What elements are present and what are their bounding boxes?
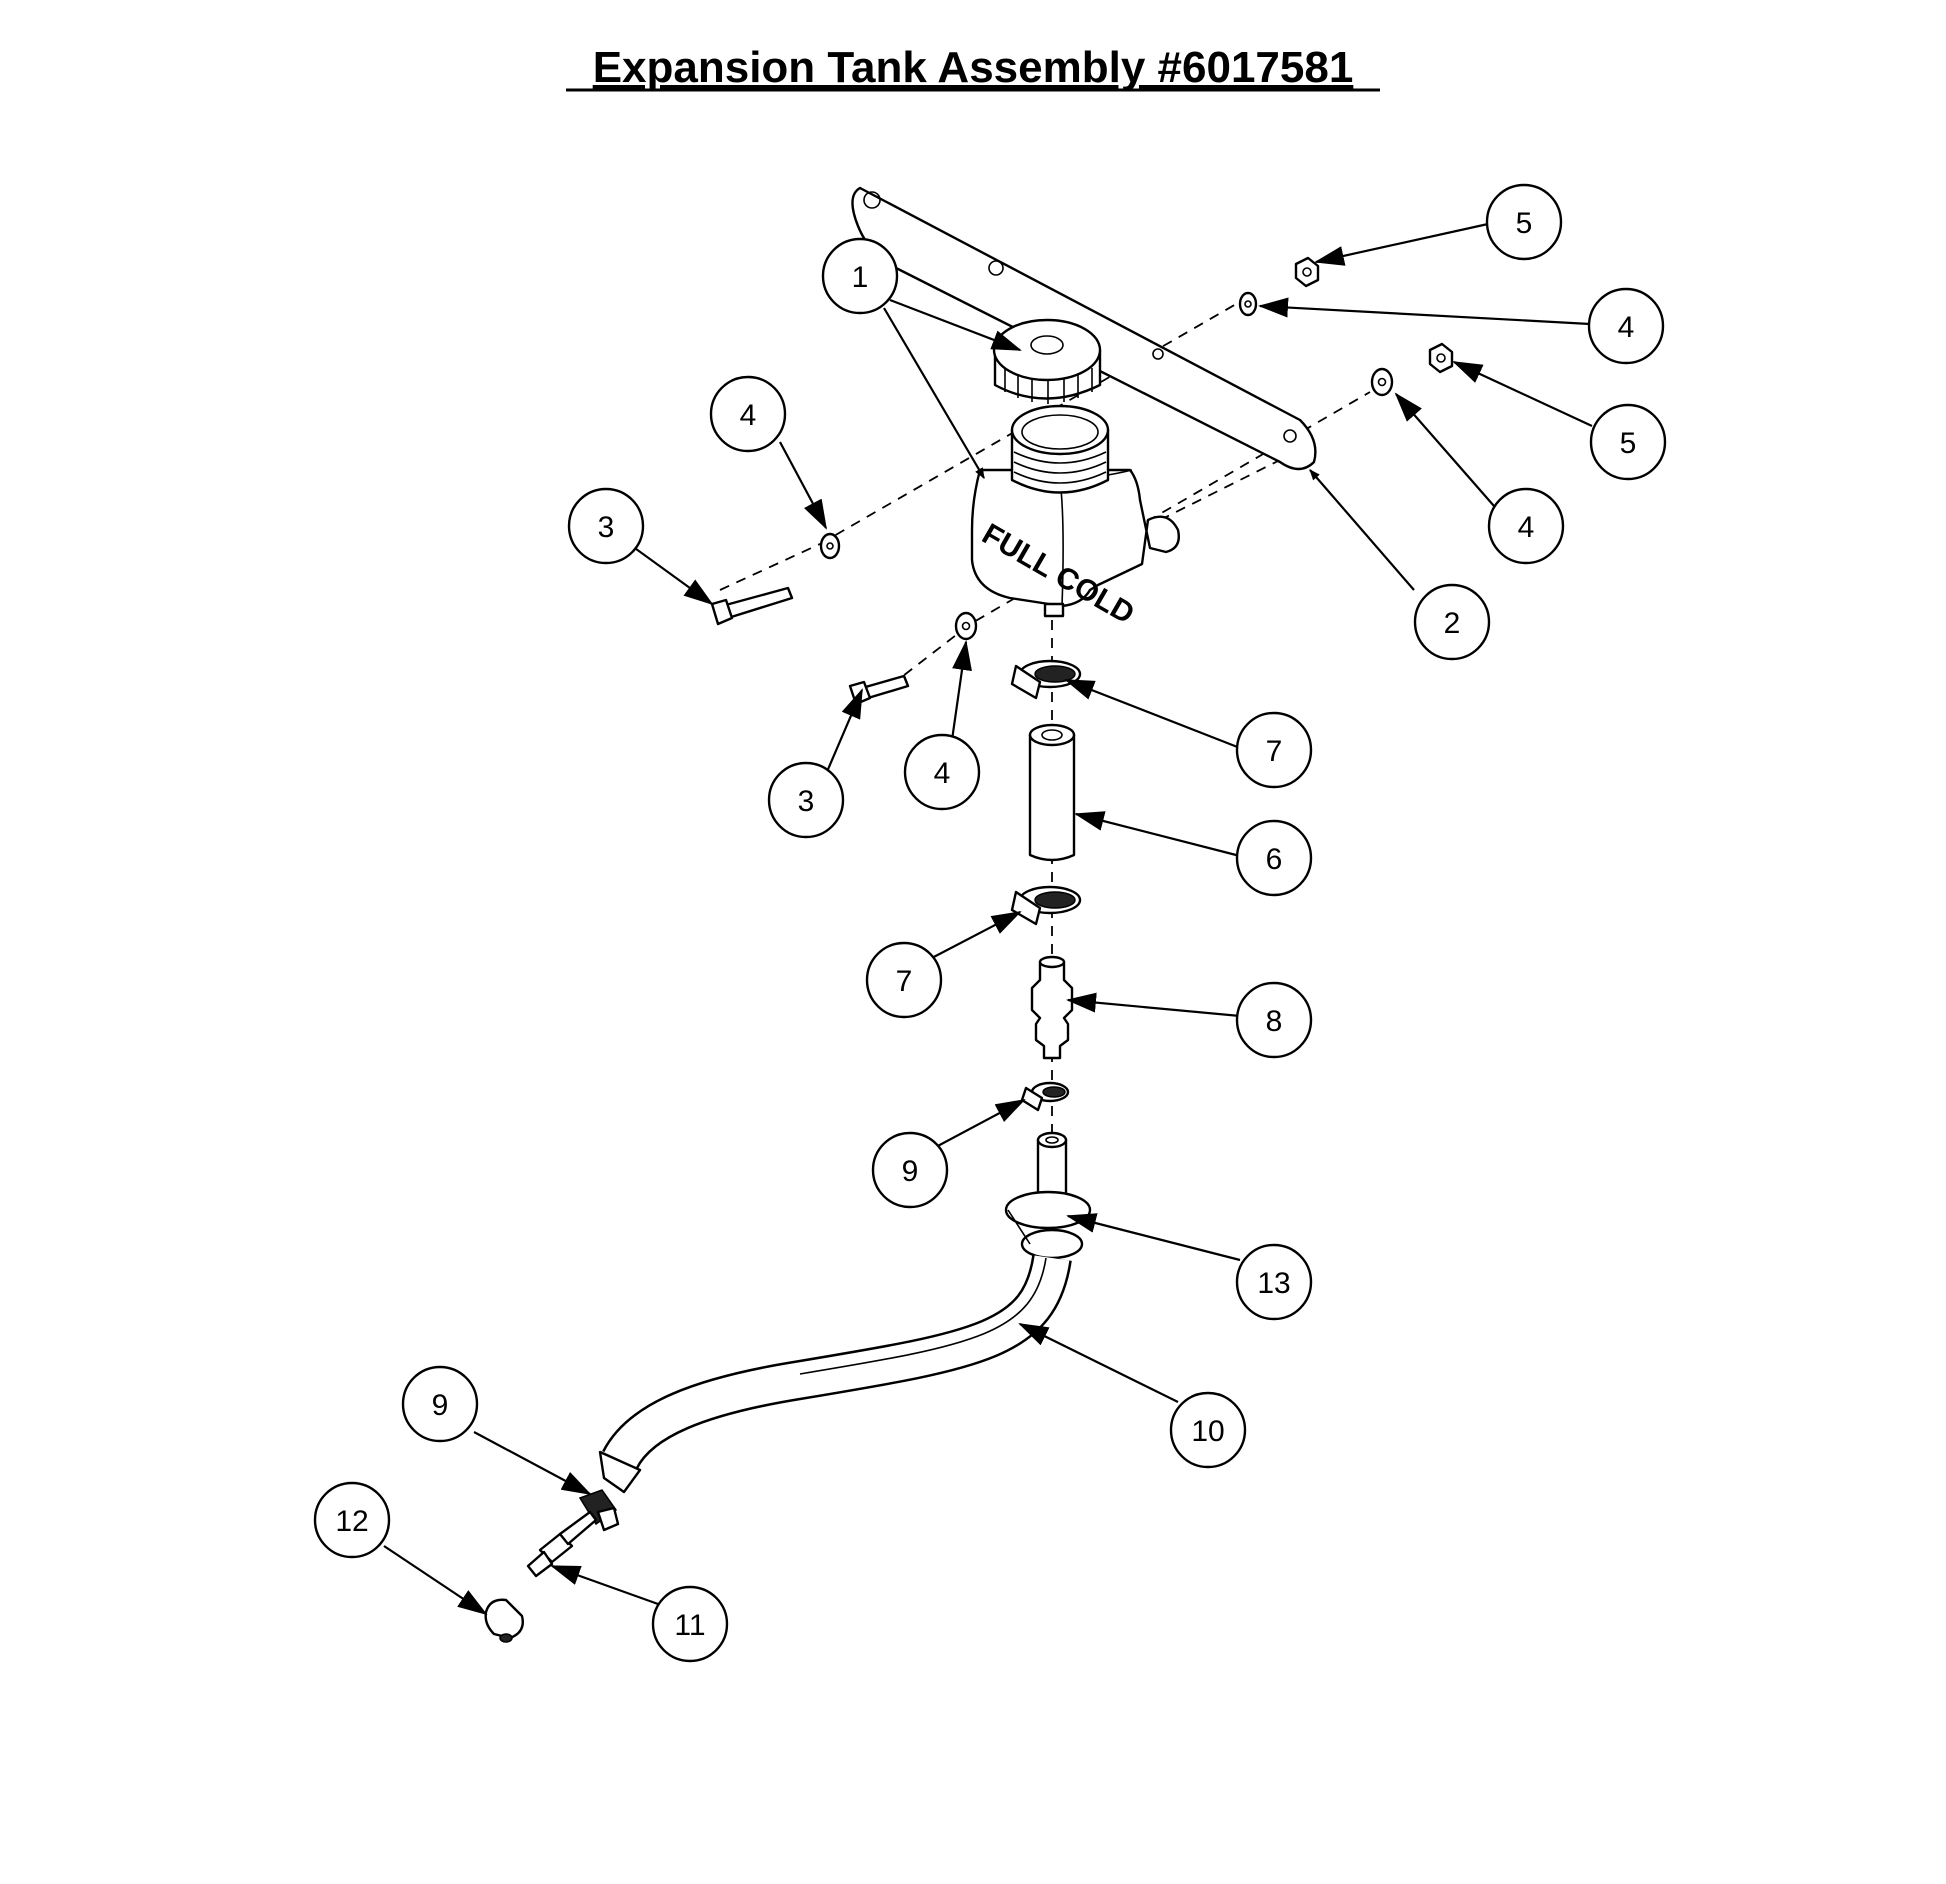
svg-text:1: 1 bbox=[852, 261, 869, 294]
callout-7-upper: 7 bbox=[1235, 711, 1313, 789]
callout-13: 13 bbox=[1235, 1243, 1313, 1321]
bolt-upper bbox=[710, 586, 794, 626]
svg-text:10: 10 bbox=[1191, 1415, 1224, 1448]
expansion-tank-body: FULL COLD bbox=[970, 404, 1180, 631]
hose-clamp-upper bbox=[1010, 659, 1082, 700]
svg-text:6: 6 bbox=[1266, 843, 1283, 876]
callout-1: 1 bbox=[821, 237, 899, 315]
svg-text:5: 5 bbox=[1516, 207, 1533, 240]
callout-9-lower: 9 bbox=[401, 1365, 479, 1443]
tank-cap bbox=[992, 318, 1102, 404]
svg-text:4: 4 bbox=[1518, 511, 1535, 544]
svg-text:7: 7 bbox=[1266, 735, 1283, 768]
elbow-cap bbox=[484, 1598, 524, 1643]
callout-4-left: 4 bbox=[709, 375, 787, 453]
callout-8: 8 bbox=[1235, 981, 1313, 1059]
callout-10: 10 bbox=[1169, 1391, 1247, 1469]
svg-text:12: 12 bbox=[335, 1505, 368, 1538]
svg-text:3: 3 bbox=[798, 785, 815, 818]
callout-4-lower: 4 bbox=[903, 733, 981, 811]
callout-12: 12 bbox=[313, 1481, 391, 1559]
bolt-lower bbox=[848, 674, 910, 706]
svg-text:4: 4 bbox=[1618, 311, 1635, 344]
nuts bbox=[1294, 256, 1454, 374]
callout-leaders bbox=[383, 222, 1593, 1616]
callout-6: 6 bbox=[1235, 819, 1313, 897]
svg-text:9: 9 bbox=[432, 1389, 449, 1422]
callout-11: 11 bbox=[651, 1585, 729, 1663]
svg-text:7: 7 bbox=[896, 965, 913, 998]
small-clamp-lower bbox=[578, 1489, 620, 1532]
svg-text:11: 11 bbox=[674, 1609, 705, 1642]
svg-text:8: 8 bbox=[1266, 1005, 1283, 1038]
grommet-tube bbox=[1004, 1131, 1092, 1260]
svg-text:2: 2 bbox=[1444, 607, 1461, 640]
callout-4-upper-right: 4 bbox=[1587, 287, 1665, 365]
callout-7-lower: 7 bbox=[865, 941, 943, 1019]
svg-text:3: 3 bbox=[598, 511, 615, 544]
small-clamp-upper bbox=[1020, 1081, 1070, 1112]
hose-clamp-lower bbox=[1010, 885, 1082, 926]
hose-segment bbox=[1028, 723, 1076, 862]
callout-5-lower: 5 bbox=[1589, 403, 1667, 481]
adapter-fitting bbox=[526, 1510, 598, 1578]
barb-fitting bbox=[1030, 955, 1074, 1060]
washers bbox=[819, 291, 1394, 641]
svg-text:4: 4 bbox=[740, 399, 757, 432]
svg-text:13: 13 bbox=[1257, 1267, 1290, 1300]
svg-text:5: 5 bbox=[1620, 427, 1637, 460]
callout-4-right: 4 bbox=[1487, 487, 1565, 565]
svg-text:4: 4 bbox=[934, 757, 951, 790]
long-hose bbox=[598, 1254, 1072, 1494]
callout-3-upper: 3 bbox=[567, 487, 645, 565]
svg-text:9: 9 bbox=[902, 1155, 919, 1188]
callout-3-lower: 3 bbox=[767, 761, 845, 839]
callout-5-upper: 5 bbox=[1485, 183, 1563, 261]
diagram-title: Expansion Tank Assembly #6017581 bbox=[593, 43, 1354, 92]
callout-2: 2 bbox=[1413, 583, 1491, 661]
callout-9-upper: 9 bbox=[871, 1131, 949, 1209]
